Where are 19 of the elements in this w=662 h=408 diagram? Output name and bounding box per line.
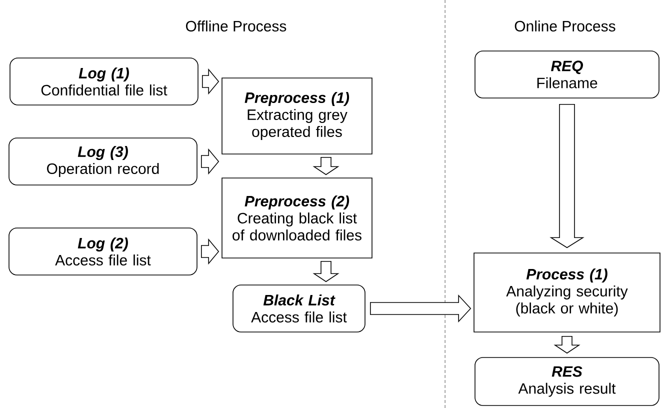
data-box: REQ Filename <box>474 50 660 98</box>
process-box: Preprocess (1) Extracting grey operated files <box>222 78 372 154</box>
block-arrow <box>554 336 580 354</box>
data-box: Log (1) Confidential file list <box>10 58 198 106</box>
process-box: Process (1) Analyzing security (black or white) <box>474 252 660 332</box>
block-arrow <box>370 294 472 323</box>
section-heading: Offline Process <box>186 20 286 32</box>
block-arrow <box>312 261 340 282</box>
process-box: Preprocess (2) Creating black list of downloaded files <box>222 178 372 258</box>
block-arrow <box>201 148 220 175</box>
block-arrow <box>201 238 220 265</box>
data-box: Black List Access file list <box>232 284 366 332</box>
data-box: Log (2) Access file list <box>8 228 198 276</box>
block-arrow <box>202 68 220 95</box>
block-arrow <box>312 157 340 176</box>
data-box: RES Analysis result <box>474 357 660 406</box>
data-box: Log (3) Operation record <box>8 138 198 186</box>
section-heading: Online Process <box>514 20 616 32</box>
block-arrow <box>550 104 584 248</box>
